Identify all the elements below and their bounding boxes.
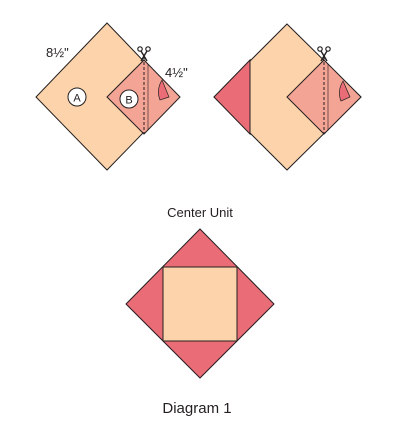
label-circle-b — [119, 89, 139, 109]
figure-b — [213, 23, 362, 171]
label-a: A — [73, 93, 81, 105]
center-unit-square — [162, 266, 238, 342]
measurement-large: 8½" — [46, 45, 69, 60]
label-circle-a — [67, 87, 87, 107]
fold-curl-icon — [158, 79, 170, 101]
center-unit — [125, 228, 275, 379]
corner-triangle-left — [213, 58, 251, 136]
scissors-icon — [317, 46, 331, 62]
center-unit-title: Center Unit — [167, 205, 233, 220]
diagram-caption: Diagram 1 — [162, 400, 231, 417]
fold-curl-icon — [339, 80, 351, 102]
scissors-icon — [137, 46, 151, 62]
measurement-small: 4½" — [165, 65, 188, 80]
figure-a: 8½" 4½" A B — [35, 22, 188, 171]
label-b: B — [125, 95, 132, 107]
